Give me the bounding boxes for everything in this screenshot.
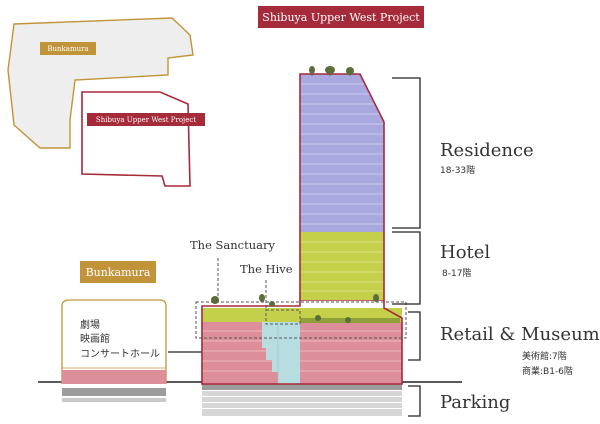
bunkamura-underground: [62, 370, 166, 384]
hive-label: The Hive: [240, 262, 293, 276]
zone-brackets: [392, 77, 421, 417]
trees: [211, 66, 379, 323]
hotel-floors-label: 8-17階: [442, 269, 472, 279]
bunkamura-basement: [62, 388, 166, 396]
retail-label: Retail & Museum: [440, 324, 600, 345]
map-project-tag: Shibuya Upper West Project: [87, 113, 205, 126]
parking-levels: [202, 384, 402, 416]
retail-podium: [201, 299, 403, 385]
retail-museum-floor: 美術館:7階: [522, 352, 567, 362]
hotel-floors: [300, 232, 384, 300]
residence-floors-label: 18-33階: [440, 166, 476, 176]
facility-concert-hall: コンサートホール: [80, 349, 160, 360]
facility-theater: 劇場: [80, 320, 100, 331]
project-title: Shibuya Upper West Project: [262, 10, 420, 24]
map-bunkamura-tag: Bunkamura: [40, 42, 96, 55]
facility-cinema: 映画館: [80, 334, 110, 345]
map-project-area: [81, 91, 191, 187]
sanctuary-box: [195, 301, 407, 339]
hive-box: [265, 309, 301, 325]
bunkamura-building: [61, 299, 167, 384]
hotel-label: Hotel: [440, 242, 491, 263]
residence-label: Residence: [440, 140, 534, 161]
parking-label: Parking: [440, 392, 511, 413]
tower: [299, 73, 385, 300]
sanctuary-label: The Sanctuary: [190, 238, 275, 252]
bunkamura-tag: Bunkamura: [80, 261, 156, 283]
retail-commercial-floors: 商業:B1-6階: [522, 367, 573, 377]
project-title-tag: Shibuya Upper West Project: [258, 6, 424, 28]
site-map: [7, 17, 194, 187]
residence-floors: [300, 74, 384, 232]
